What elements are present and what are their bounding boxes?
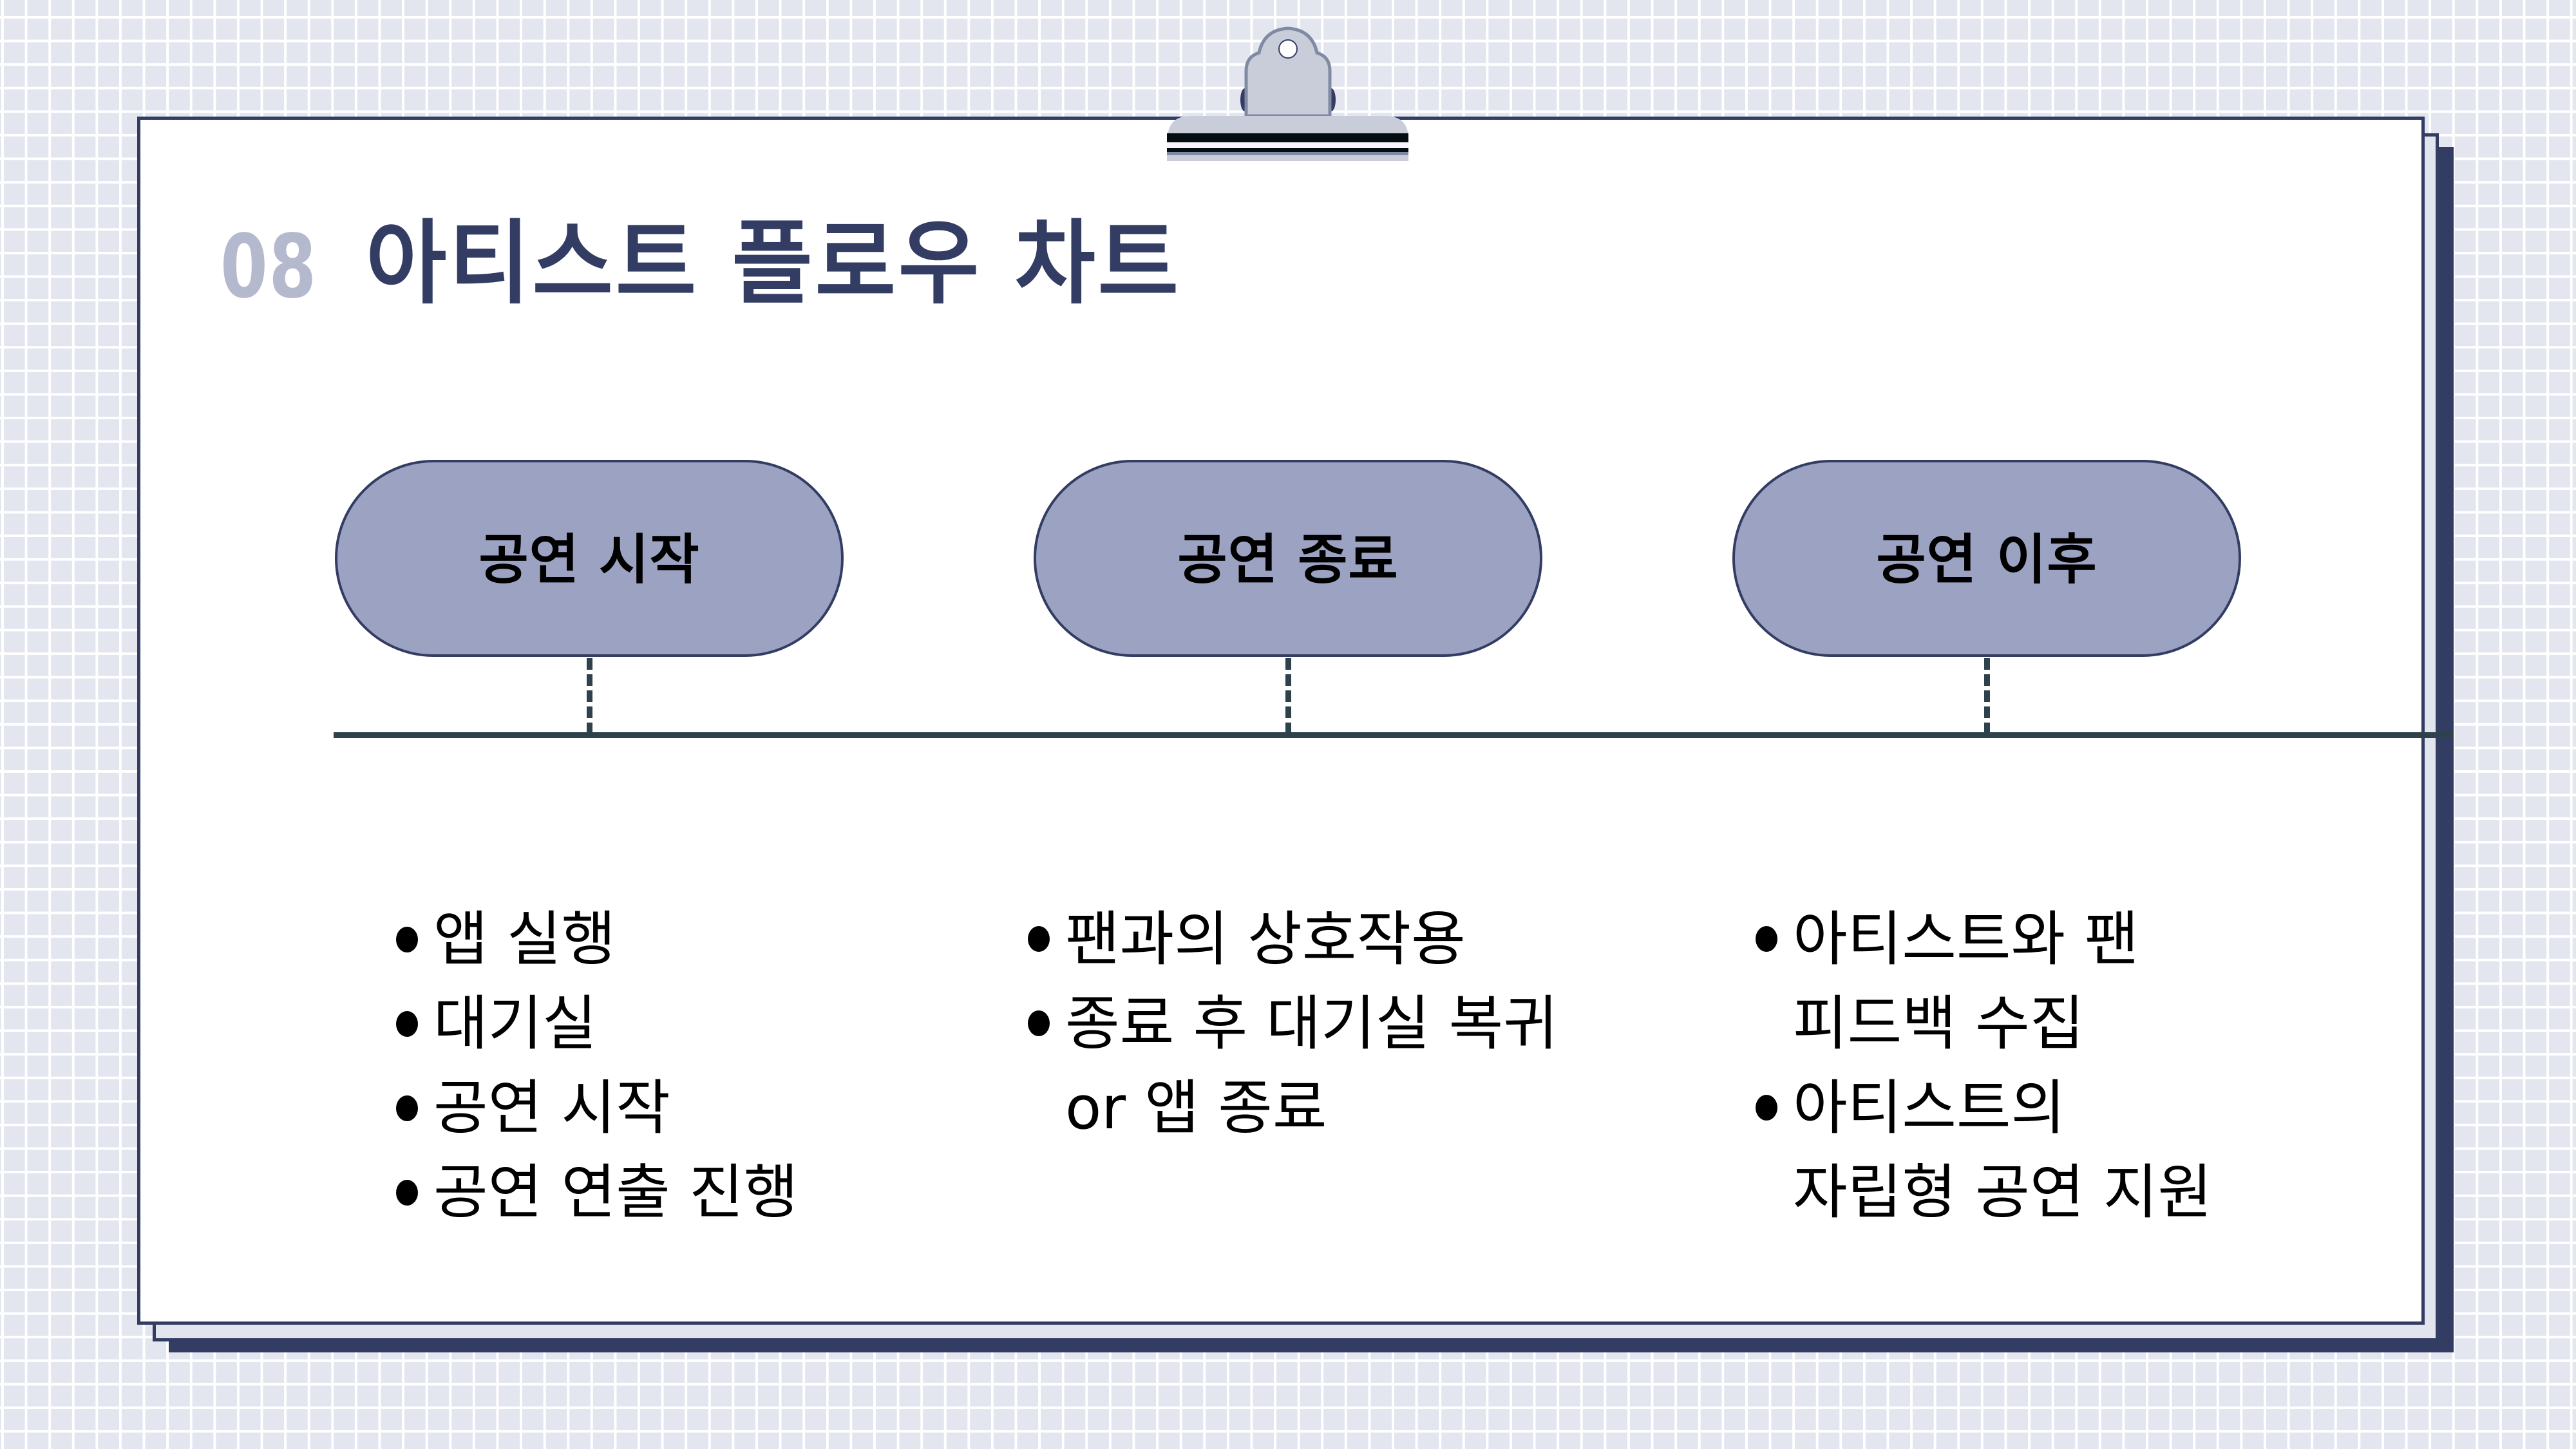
list-item-text-continued: 자립형 공연 지원	[1793, 1158, 2212, 1227]
list-item: 아티스트의 자립형 공연 지원	[1736, 1066, 2212, 1235]
bullet-dot-icon	[1756, 926, 1777, 952]
stage-2-bullet-list: 팬과의 상호작용 종료 후 대기실 복귀 or 앱 종료	[1009, 897, 1558, 1150]
list-item: 팬과의 상호작용	[1009, 897, 1558, 981]
list-item: 아티스트와 팬 피드백 수집	[1736, 897, 2212, 1066]
list-item-text: 아티스트의	[1793, 1074, 2066, 1142]
stage-label: 공연 이후	[1876, 527, 2098, 591]
list-item: 앱 실행	[377, 897, 798, 981]
stage-label: 공연 종료	[1177, 527, 1399, 591]
stage-label: 공연 시작	[478, 527, 700, 591]
bullet-dot-icon	[396, 926, 418, 952]
list-item-text: 종료 후 대기실 복귀	[1065, 989, 1558, 1058]
bullet-dot-icon	[1756, 1095, 1777, 1121]
list-item-text: 팬과의 상호작용	[1065, 905, 1466, 974]
list-item-text: 앱 실행	[433, 905, 616, 974]
list-item: 공연 연출 진행	[377, 1150, 798, 1235]
slide-card	[137, 117, 2425, 1325]
stage-pill-performance-end: 공연 종료	[1034, 460, 1542, 657]
stage-connector	[587, 658, 592, 734]
list-item-text-continued: 피드백 수집	[1793, 989, 2085, 1058]
bullet-dot-icon	[1028, 1010, 1050, 1036]
stage-connector	[1285, 658, 1291, 734]
stage-1-bullet-list: 앱 실행 대기실 공연 시작 공연 연출 진행	[377, 897, 798, 1235]
stage-connector	[1984, 658, 1990, 734]
list-item-text: 아티스트와 팬	[1793, 905, 2139, 974]
slide-number: 08	[220, 216, 317, 318]
list-item-text: 대기실	[433, 989, 597, 1058]
stage-3-bullet-list: 아티스트와 팬 피드백 수집 아티스트의 자립형 공연 지원	[1736, 897, 2212, 1235]
list-item: 공연 시작	[377, 1066, 798, 1150]
slide-title: 아티스트 플로우 차트	[366, 211, 1181, 317]
list-item: 종료 후 대기실 복귀 or 앱 종료	[1009, 981, 1558, 1150]
binder-clip-icon	[1167, 26, 1408, 161]
list-item-text: 공연 연출 진행	[433, 1158, 799, 1227]
bullet-dot-icon	[1028, 926, 1050, 952]
bullet-dot-icon	[396, 1010, 418, 1037]
bullet-dot-icon	[396, 1179, 418, 1206]
list-item-text: 공연 시작	[433, 1074, 670, 1142]
timeline-axis	[334, 732, 2454, 738]
list-item-text-continued: or 앱 종료	[1065, 1074, 1327, 1142]
stage-pill-post-performance: 공연 이후	[1732, 460, 2241, 657]
list-item: 대기실	[377, 981, 798, 1066]
stage-pill-performance-start: 공연 시작	[335, 460, 844, 657]
bullet-dot-icon	[396, 1095, 418, 1121]
